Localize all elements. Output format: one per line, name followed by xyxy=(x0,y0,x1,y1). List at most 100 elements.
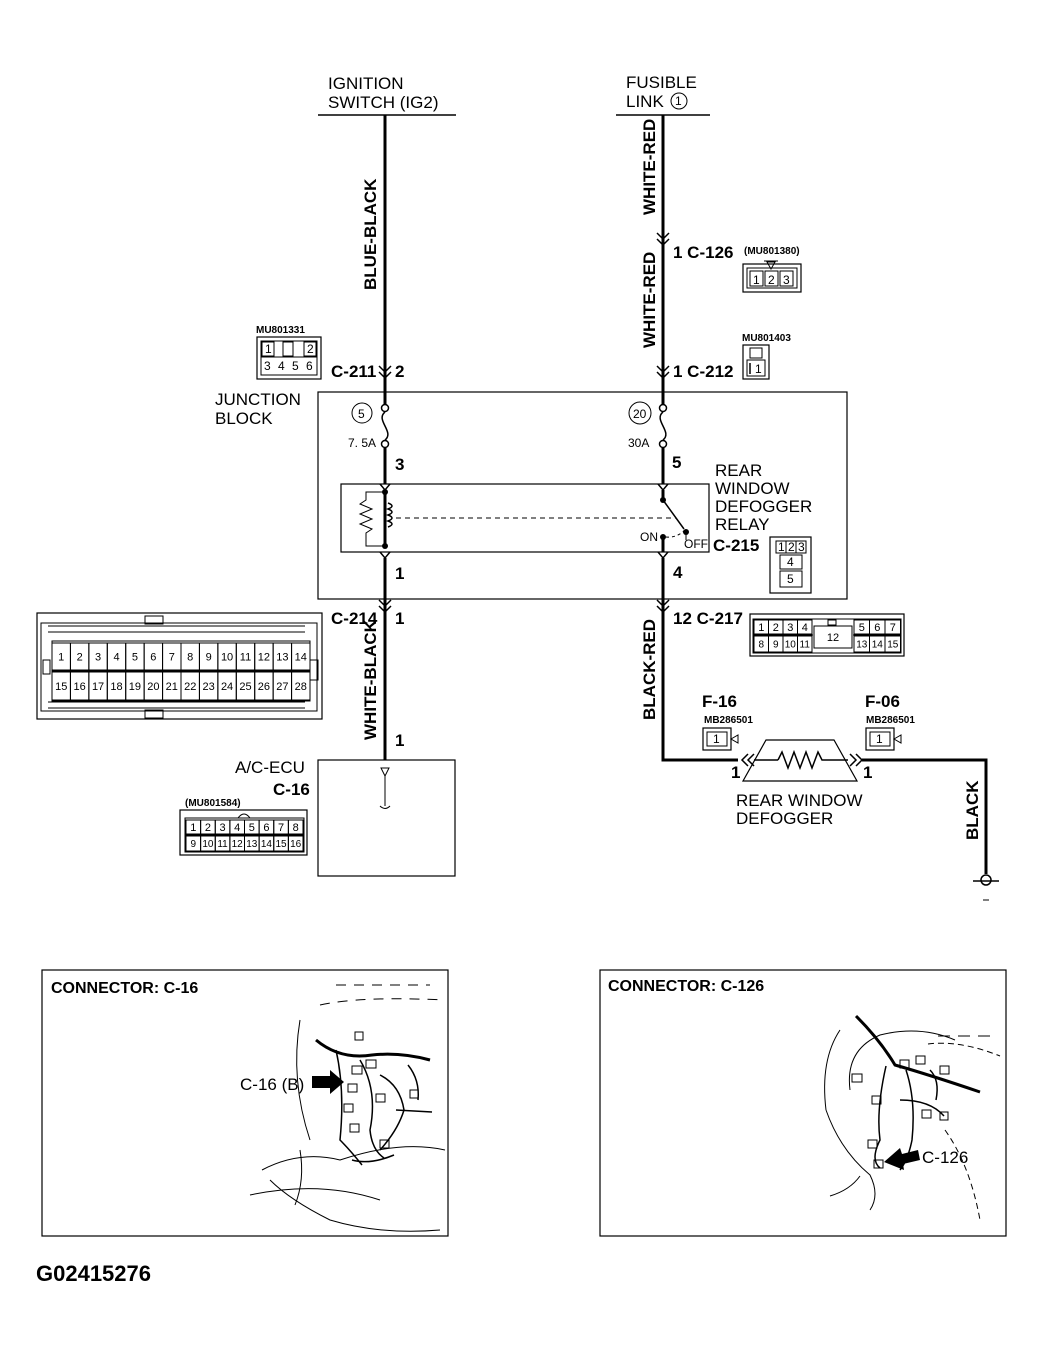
connector-c217-pin-label: 11 xyxy=(800,640,811,651)
connector-c215-pin-label: 2 xyxy=(788,540,795,554)
connector-c212-pin-label: 1 xyxy=(755,362,762,376)
connector-c16-pin-label: 3 xyxy=(220,822,226,834)
junction-block-title-line1: JUNCTION xyxy=(215,390,301,409)
connector-c217-pin-label: 5 xyxy=(859,622,865,634)
connector-c211-face xyxy=(256,336,322,380)
connector-c211-pin-label: 2 xyxy=(307,342,314,356)
connector-c214-pin-label: 25 xyxy=(239,681,251,693)
illustration-steering xyxy=(824,1029,841,1111)
connector-f16-pin-label: 1 xyxy=(713,732,720,746)
connector-c214-pin-label: 23 xyxy=(203,681,215,693)
illustration-harness xyxy=(315,1038,431,1062)
connector-c214-pin-label: 21 xyxy=(166,681,178,693)
wire-label-white-red-top: WHITE-RED xyxy=(640,119,659,215)
ecu-box xyxy=(317,759,456,877)
connector-c214-shell xyxy=(40,622,318,712)
connector-c214-pin-label: 19 xyxy=(129,681,141,693)
connector-c214-pin-label: 4 xyxy=(113,651,119,663)
fuse-left-rating: 7. 5A xyxy=(348,436,376,450)
fusible-link-number-circle xyxy=(670,92,688,110)
connector-c214-pin-label: 15 xyxy=(55,681,67,693)
connector-c215-face xyxy=(769,536,812,594)
connector-c16-label: C-16 xyxy=(273,780,310,799)
connector-c214-pin-label: 26 xyxy=(258,681,270,693)
connector-c16-pin-label: 5 xyxy=(249,822,255,834)
illustration-connector xyxy=(379,1139,390,1149)
connector-c217-pin-label: 8 xyxy=(758,640,764,651)
connector-c16-pin-label: 15 xyxy=(276,839,288,850)
fuse-left-terminal-top xyxy=(380,403,390,413)
fuse-left-number-circle xyxy=(351,402,373,424)
relay-outline xyxy=(340,483,710,553)
illustration-console xyxy=(269,1179,441,1232)
connector-c214-pin-label: 2 xyxy=(77,651,83,663)
illustration-console xyxy=(249,1188,381,1201)
connector-c212-chevron xyxy=(656,365,670,380)
illustration-connector xyxy=(409,1089,419,1099)
callout-arrow-c126 xyxy=(884,1148,920,1170)
connector-c217-pin-label: 14 xyxy=(872,640,884,651)
connector-c217-pin-cell xyxy=(884,619,901,635)
illustration-connector xyxy=(899,1059,910,1069)
connector-c16-pin-label: 14 xyxy=(261,839,273,850)
connector-c211-cell xyxy=(303,341,317,357)
connector-c16-pin-label: 4 xyxy=(234,822,240,834)
connector-c211-pin-label: 3 xyxy=(264,359,271,373)
illustration-harness xyxy=(395,1109,433,1113)
fuse-left-terminal-bottom xyxy=(380,439,390,449)
illustration-harness xyxy=(854,1014,981,1094)
connector-c212-label: 1 C-212 xyxy=(673,362,733,381)
connector-c16-pin-cell xyxy=(287,835,304,852)
connector-c214-pin-label: 5 xyxy=(132,651,138,663)
defogger-heater-element xyxy=(777,749,826,771)
connector-c217-pin-label: 10 xyxy=(785,640,797,651)
connector-c214-pin-label: 20 xyxy=(147,681,159,693)
connector-f06-part: MB286501 xyxy=(866,715,915,726)
connector-c214-pin-label: 3 xyxy=(95,651,101,663)
relay-coil-winding xyxy=(385,502,393,528)
relay-label-line2: WINDOW xyxy=(715,479,790,498)
connector-panel-c16-callout: C-16 (B) xyxy=(240,1075,304,1094)
connector-c211-label: C-211 xyxy=(331,362,376,381)
connector-c126-part: (MU801380) xyxy=(744,246,800,257)
connector-c214-pin-label: 11 xyxy=(240,651,251,663)
connector-c217-pin-label: 13 xyxy=(856,640,868,651)
illustration-steering xyxy=(927,1042,1001,1057)
connector-c214-pin-cell xyxy=(291,642,311,671)
connector-f16-latch xyxy=(729,734,739,744)
connector-c126-cell xyxy=(764,270,779,287)
defogger-pin-left: 1 xyxy=(731,763,740,782)
junction-block-outline xyxy=(317,391,848,600)
illustration-harness xyxy=(899,1099,945,1117)
fuse-right-number: 20 xyxy=(633,407,647,421)
connector-c212-cell xyxy=(746,359,766,377)
connector-c211-pin-label: 6 xyxy=(306,359,313,373)
connector-c217-label: 12 C-217 xyxy=(673,609,743,628)
connector-f16-part: MB286501 xyxy=(704,715,753,726)
illustration-connector xyxy=(939,1065,950,1075)
connector-c215-cell xyxy=(795,540,807,554)
connector-c215-pin-label: 4 xyxy=(787,555,794,569)
connector-c214-pin-cell xyxy=(291,671,311,701)
connector-c214-pin-label: 13 xyxy=(276,651,288,663)
illustration-steering xyxy=(829,1175,861,1197)
fusible-label-line2: LINK xyxy=(626,92,664,111)
illustration-connector xyxy=(915,1055,926,1065)
connector-c214-pin-label: 14 xyxy=(295,651,307,663)
relay-coil-resistor xyxy=(358,491,385,547)
connector-c16-pin-label: 12 xyxy=(232,839,244,850)
relay-bottom-chevron-right xyxy=(657,551,669,560)
connector-c214-latch xyxy=(144,709,164,719)
wire-label-white-red-mid: WHITE-RED xyxy=(640,252,659,348)
ignition-label-line2: SWITCH (IG2) xyxy=(328,93,439,112)
connector-c16-pin-label: 6 xyxy=(263,822,269,834)
connector-c217-pin-label: 2 xyxy=(773,622,779,634)
relay-switch-on-arc xyxy=(665,530,685,538)
fuse-right-terminal-bottom xyxy=(658,439,668,449)
wire-black xyxy=(862,758,988,874)
connector-c16-pin-label: 13 xyxy=(246,839,258,850)
